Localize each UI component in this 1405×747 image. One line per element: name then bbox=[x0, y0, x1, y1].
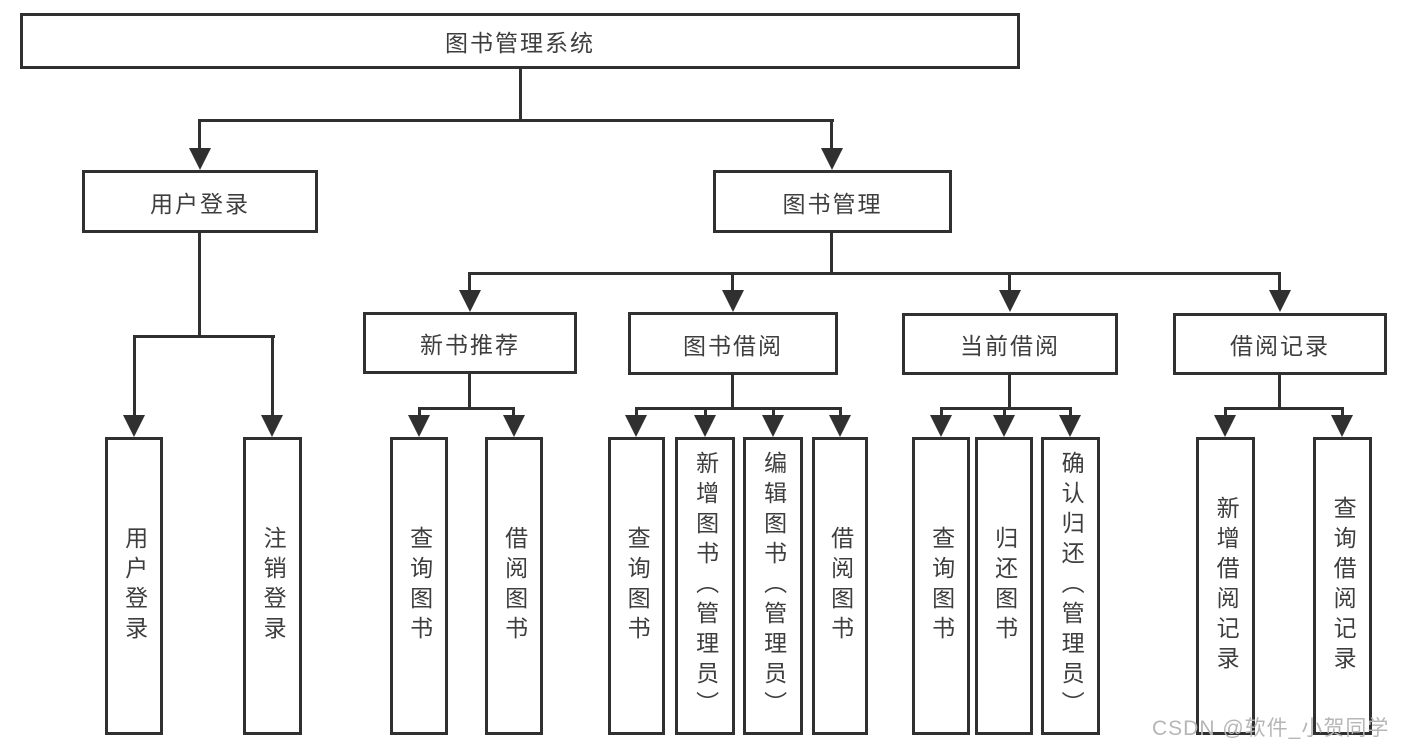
arrowhead-borrow-lend bbox=[829, 415, 851, 437]
leaf-recommend-borrow-books-label: 借阅图书 bbox=[501, 526, 528, 646]
arrowhead-leaf-logout bbox=[261, 415, 283, 437]
leaf-borrow-query-books: 查询图书 bbox=[608, 437, 665, 735]
leaf-borrow-books: 借阅图书 bbox=[812, 437, 868, 735]
connector-recommend-drop-1 bbox=[418, 407, 421, 417]
arrowhead-current-return bbox=[993, 415, 1015, 437]
leaf-borrow-books-label: 借阅图书 bbox=[827, 526, 854, 646]
node-new-book-recommend: 新书推荐 bbox=[363, 312, 577, 374]
connector-borrow-drop-2 bbox=[704, 407, 707, 417]
node-book-borrow-label: 图书借阅 bbox=[683, 332, 783, 359]
node-current-borrow-label: 当前借阅 bbox=[960, 333, 1060, 359]
arrowhead-new-book bbox=[459, 290, 481, 312]
leaf-return-books: 归还图书 bbox=[975, 437, 1033, 735]
connector-current-stem bbox=[1008, 375, 1011, 409]
node-book-borrow: 图书借阅 bbox=[628, 312, 838, 375]
arrowhead-records-query bbox=[1331, 415, 1353, 437]
connector-mgmt-drop-4 bbox=[1278, 272, 1281, 292]
arrowhead-records-add bbox=[1214, 415, 1236, 437]
connector-records-drop-1 bbox=[1224, 407, 1227, 417]
connector-mgmt-drop-1 bbox=[468, 272, 471, 292]
leaf-recommend-query-books: 查询图书 bbox=[390, 437, 448, 735]
connector-current-drop-1 bbox=[940, 407, 943, 417]
arrowhead-current-borrow bbox=[999, 290, 1021, 312]
arrowhead-book-management bbox=[821, 148, 843, 170]
arrowhead-recommend-query bbox=[408, 415, 430, 437]
leaf-confirm-return-admin: 确认归还（管理员） bbox=[1041, 437, 1100, 735]
node-current-borrow: 当前借阅 bbox=[902, 313, 1118, 375]
node-borrow-records-label: 借阅记录 bbox=[1230, 333, 1330, 359]
connector-recommend-stem bbox=[468, 374, 471, 409]
leaf-borrow-query-books-label: 查询图书 bbox=[624, 526, 651, 646]
leaf-query-borrow-record: 查询借阅记录 bbox=[1313, 437, 1372, 735]
leaf-confirm-return-admin-label: 确认归还（管理员） bbox=[1058, 451, 1085, 721]
node-new-book-recommend-label: 新书推荐 bbox=[420, 332, 520, 358]
leaf-edit-books-admin: 编辑图书（管理员） bbox=[743, 437, 803, 735]
leaf-add-books-admin-label: 新增图书（管理员） bbox=[692, 451, 719, 721]
node-library-system-label: 图书管理系统 bbox=[445, 30, 595, 56]
arrowhead-user-login bbox=[189, 148, 211, 170]
connector-records-bar bbox=[1224, 407, 1343, 410]
connector-mgmt-stem bbox=[830, 233, 833, 274]
connector-mgmt-drop-3 bbox=[1008, 272, 1011, 292]
connector-mgmt-drop-2 bbox=[731, 272, 734, 292]
leaf-edit-books-admin-label: 编辑图书（管理员） bbox=[760, 451, 787, 721]
connector-borrow-bar bbox=[635, 407, 841, 410]
arrowhead-borrow-add bbox=[694, 415, 716, 437]
connector-login-drop-1 bbox=[133, 335, 136, 417]
leaf-current-query-books: 查询图书 bbox=[912, 437, 970, 735]
arrowhead-borrow-query bbox=[625, 415, 647, 437]
node-book-management-label: 图书管理 bbox=[782, 190, 883, 217]
connector-current-drop-3 bbox=[1069, 407, 1072, 417]
leaf-user-login-label: 用户登录 bbox=[121, 526, 148, 646]
connector-login-stem bbox=[198, 233, 201, 338]
leaf-logout-label: 注销登录 bbox=[260, 526, 287, 646]
arrowhead-current-query bbox=[930, 415, 952, 437]
leaf-user-login: 用户登录 bbox=[105, 437, 163, 735]
connector-records-drop-2 bbox=[1341, 407, 1344, 417]
leaf-recommend-borrow-books: 借阅图书 bbox=[485, 437, 543, 735]
leaf-query-borrow-record-label: 查询借阅记录 bbox=[1330, 496, 1357, 676]
leaf-current-query-books-label: 查询图书 bbox=[928, 526, 955, 646]
connector-mgmt-bar bbox=[468, 272, 1281, 275]
leaf-return-books-label: 归还图书 bbox=[991, 526, 1018, 646]
node-library-system: 图书管理系统 bbox=[20, 13, 1020, 69]
leaf-add-borrow-record-label: 新增借阅记录 bbox=[1213, 496, 1240, 676]
connector-root-drop-left bbox=[198, 119, 201, 150]
connector-root-drop-right bbox=[830, 119, 833, 150]
connector-borrow-drop-4 bbox=[839, 407, 842, 417]
node-user-login: 用户登录 bbox=[82, 170, 318, 233]
connector-recommend-bar bbox=[418, 407, 515, 410]
node-borrow-records: 借阅记录 bbox=[1173, 313, 1387, 375]
connector-root-stem bbox=[519, 69, 522, 121]
connector-borrow-drop-1 bbox=[635, 407, 638, 417]
connector-current-drop-2 bbox=[1003, 407, 1006, 417]
connector-recommend-drop-2 bbox=[512, 407, 515, 417]
arrowhead-borrow-edit bbox=[762, 415, 784, 437]
node-user-login-label: 用户登录 bbox=[150, 190, 250, 217]
connector-login-bar bbox=[133, 335, 275, 338]
arrowhead-recommend-borrow bbox=[503, 415, 525, 437]
connector-borrow-drop-3 bbox=[772, 407, 775, 417]
leaf-add-books-admin: 新增图书（管理员） bbox=[675, 437, 735, 735]
connector-login-drop-2 bbox=[271, 335, 274, 417]
connector-records-stem bbox=[1278, 375, 1281, 409]
arrowhead-book-borrow bbox=[722, 290, 744, 312]
leaf-add-borrow-record: 新增借阅记录 bbox=[1196, 437, 1255, 735]
connector-borrow-stem bbox=[731, 375, 734, 409]
arrowhead-current-confirm bbox=[1059, 415, 1081, 437]
arrowhead-borrow-records bbox=[1269, 290, 1291, 312]
node-book-management: 图书管理 bbox=[713, 170, 952, 233]
connector-root-bar bbox=[198, 119, 834, 122]
leaf-logout: 注销登录 bbox=[243, 437, 302, 735]
leaf-recommend-query-books-label: 查询图书 bbox=[406, 526, 433, 646]
csdn-watermark: CSDN @软件_小贺同学 bbox=[1152, 717, 1390, 740]
arrowhead-leaf-user-login bbox=[123, 415, 145, 437]
